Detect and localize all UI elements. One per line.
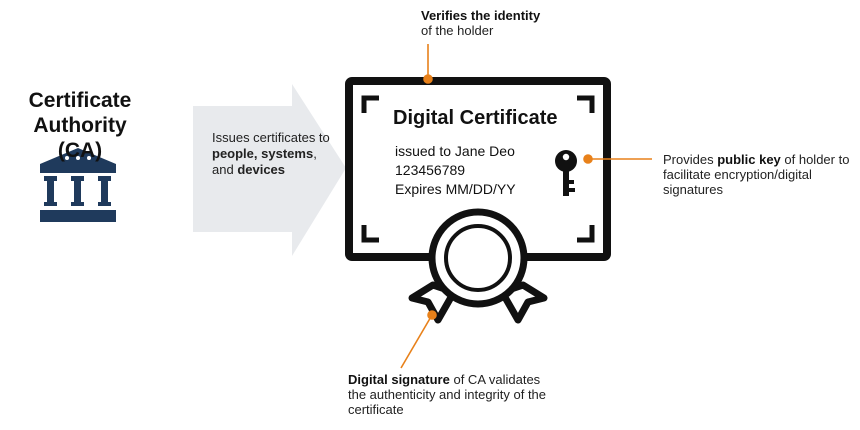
- callout-identity-rest: of the holder: [421, 23, 494, 38]
- issue-arrow: [193, 84, 346, 256]
- ca-title-line1: Certificate: [28, 89, 132, 112]
- callout-key-prefix: Provides: [663, 152, 718, 167]
- callout-public-key: Provides public key of holder to facilit…: [663, 152, 855, 197]
- corner-brackets: [361, 95, 595, 243]
- callout-identity: Verifies the identity of the holder: [421, 8, 621, 38]
- ribbon-seal-icon: [408, 208, 548, 324]
- ca-title-line2: Authority (CA): [33, 114, 127, 162]
- issues-systems: systems: [261, 146, 314, 161]
- issues-prefix: Issues certificates to: [212, 130, 330, 145]
- certificate-title: Digital Certificate: [393, 107, 558, 129]
- issues-text: Issues certificates to people, systems, …: [212, 130, 332, 178]
- callout-key-bold: public key: [717, 152, 781, 167]
- issues-people: people,: [212, 146, 258, 161]
- issues-devices: devices: [237, 162, 286, 177]
- callout-signature: Digital signature of CA validates the au…: [348, 372, 548, 417]
- certificate-issued-to: issued to Jane Deo: [395, 143, 515, 159]
- callout-leaders: [400, 44, 652, 369]
- bank-building-icon: [40, 148, 116, 222]
- ca-title: Certificate Authority (CA): [10, 88, 150, 163]
- callout-key-rest: of holder to facilitate encryption/digit…: [663, 152, 850, 197]
- callout-signature-bold: Digital signature: [348, 372, 450, 387]
- callout-signature-rest: of CA validates the authenticity and int…: [348, 372, 547, 417]
- certificate-expires: Expires MM/DD/YY: [395, 181, 516, 197]
- callout-identity-bold: Verifies the identity: [421, 8, 541, 23]
- key-icon: [555, 150, 577, 196]
- certificate-serial: 123456789: [395, 162, 466, 178]
- issues-and: , and: [212, 146, 317, 177]
